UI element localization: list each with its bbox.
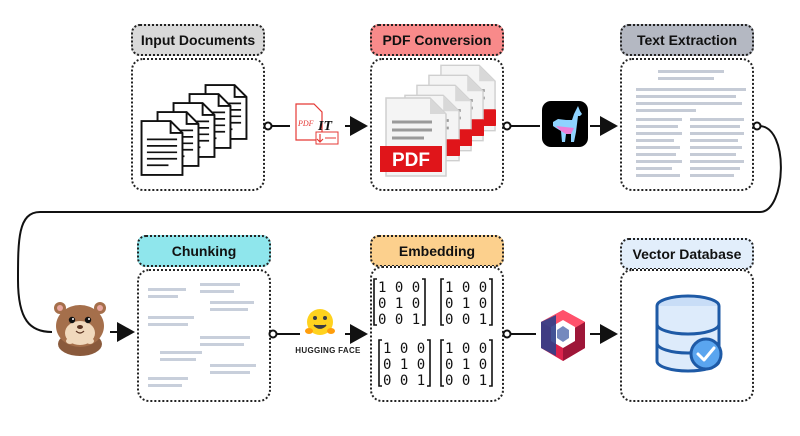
svg-text:0 1 0: 0 1 0	[383, 357, 425, 373]
pdf-conversion-label: PDF Conversion	[370, 24, 504, 56]
svg-text:0 0 1: 0 0 1	[445, 373, 487, 389]
svg-text:0 0 1: 0 0 1	[378, 312, 420, 328]
embedding-matrices	[373, 278, 493, 387]
hugging-face-icon	[305, 309, 335, 335]
chunking-label: Chunking	[137, 235, 271, 267]
hugging-face-label: HUGGING FACE	[295, 346, 361, 355]
extracted-text-lines	[636, 70, 746, 177]
svg-text:1 0 0: 1 0 0	[445, 280, 487, 296]
svg-text:0 0 1: 0 0 1	[445, 312, 487, 328]
svg-text:0 1 0: 0 1 0	[445, 296, 487, 312]
qdrant-icon	[541, 310, 585, 361]
hamster-icon	[54, 302, 106, 356]
svg-text:0 1 0: 0 1 0	[378, 296, 420, 312]
pdf-converter-icon: PDF IT	[295, 103, 339, 145]
connector-lines	[16, 116, 782, 344]
documents-stack-icon	[140, 84, 248, 176]
svg-text:PDF: PDF	[297, 119, 314, 128]
embedding-box	[370, 266, 504, 402]
connector-dots	[263, 121, 762, 339]
chunked-text-lines	[148, 283, 256, 387]
matrix-values: 1 0 0 0 1 0 0 0 1 1 0 0 0 1 0 0 0 1 1 0 …	[378, 280, 487, 389]
svg-text:IT: IT	[317, 119, 333, 134]
pdf-files-icon: PDF	[380, 64, 496, 177]
text-extraction-label: Text Extraction	[620, 24, 754, 56]
svg-text:1 0 0: 1 0 0	[445, 341, 487, 357]
embedding-label: Embedding	[370, 235, 504, 267]
input-documents-label: Input Documents	[131, 24, 265, 56]
svg-text:PDF: PDF	[392, 150, 430, 171]
database-check-icon	[655, 294, 723, 373]
svg-text:0 0 1: 0 0 1	[383, 373, 425, 389]
svg-text:1 0 0: 1 0 0	[383, 341, 425, 357]
vector-database-label: Vector Database	[620, 238, 754, 270]
svg-text:0 1 0: 0 1 0	[445, 357, 487, 373]
svg-text:1 0 0: 1 0 0	[378, 280, 420, 296]
llama-icon	[542, 101, 588, 147]
